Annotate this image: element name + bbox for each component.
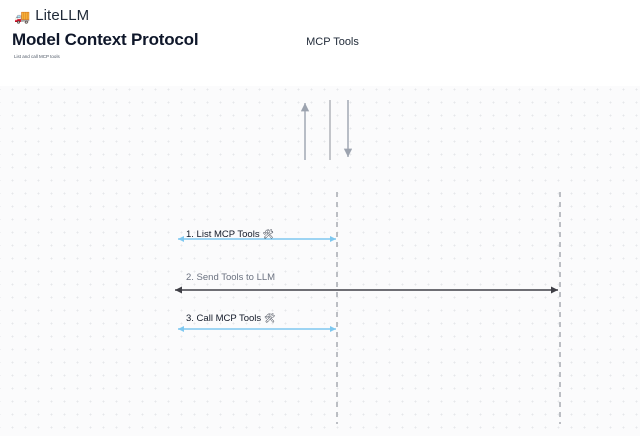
brand[interactable]: 🚚 LiteLLM (14, 7, 89, 24)
edge-arrowhead-list-right (330, 236, 336, 242)
top-bar: 🚚 LiteLLM (0, 0, 640, 30)
edge-arrowhead-list-left (178, 236, 184, 242)
page-subtitle: List and call MCP tools (14, 54, 60, 60)
tools-icon-2: 🛠 (264, 313, 276, 323)
tools-icon: 🛠 (262, 229, 275, 239)
edge-label-list-mcp-tools: 1. List MCP Tools 🛠 (186, 229, 274, 240)
mcp-tools-group-label: MCP Tools (306, 36, 359, 48)
page-title: Model Context Protocol (12, 30, 199, 49)
edge-label-list-text: 1. List MCP Tools (186, 229, 260, 240)
edge-arrowhead-call-right (330, 326, 336, 332)
edge-arrowhead-send-right (551, 286, 558, 294)
edge-label-call-mcp-tools: 3. Call MCP Tools 🛠 (186, 313, 276, 324)
truck-icon: 🚚 (14, 8, 31, 24)
edge-arrowhead-call-left (178, 326, 184, 332)
edge-label-send-text: 2. Send Tools to LLM (186, 272, 276, 283)
brand-name: LiteLLM (35, 6, 90, 24)
page-header: Model Context Protocol List and call MCP… (12, 30, 199, 60)
edge-label-send-tools-to-llm: 2. Send Tools to LLM (186, 272, 275, 283)
edge-label-call-text: 3. Call MCP Tools (186, 313, 262, 324)
edge-arrowhead-send-left (175, 286, 182, 294)
